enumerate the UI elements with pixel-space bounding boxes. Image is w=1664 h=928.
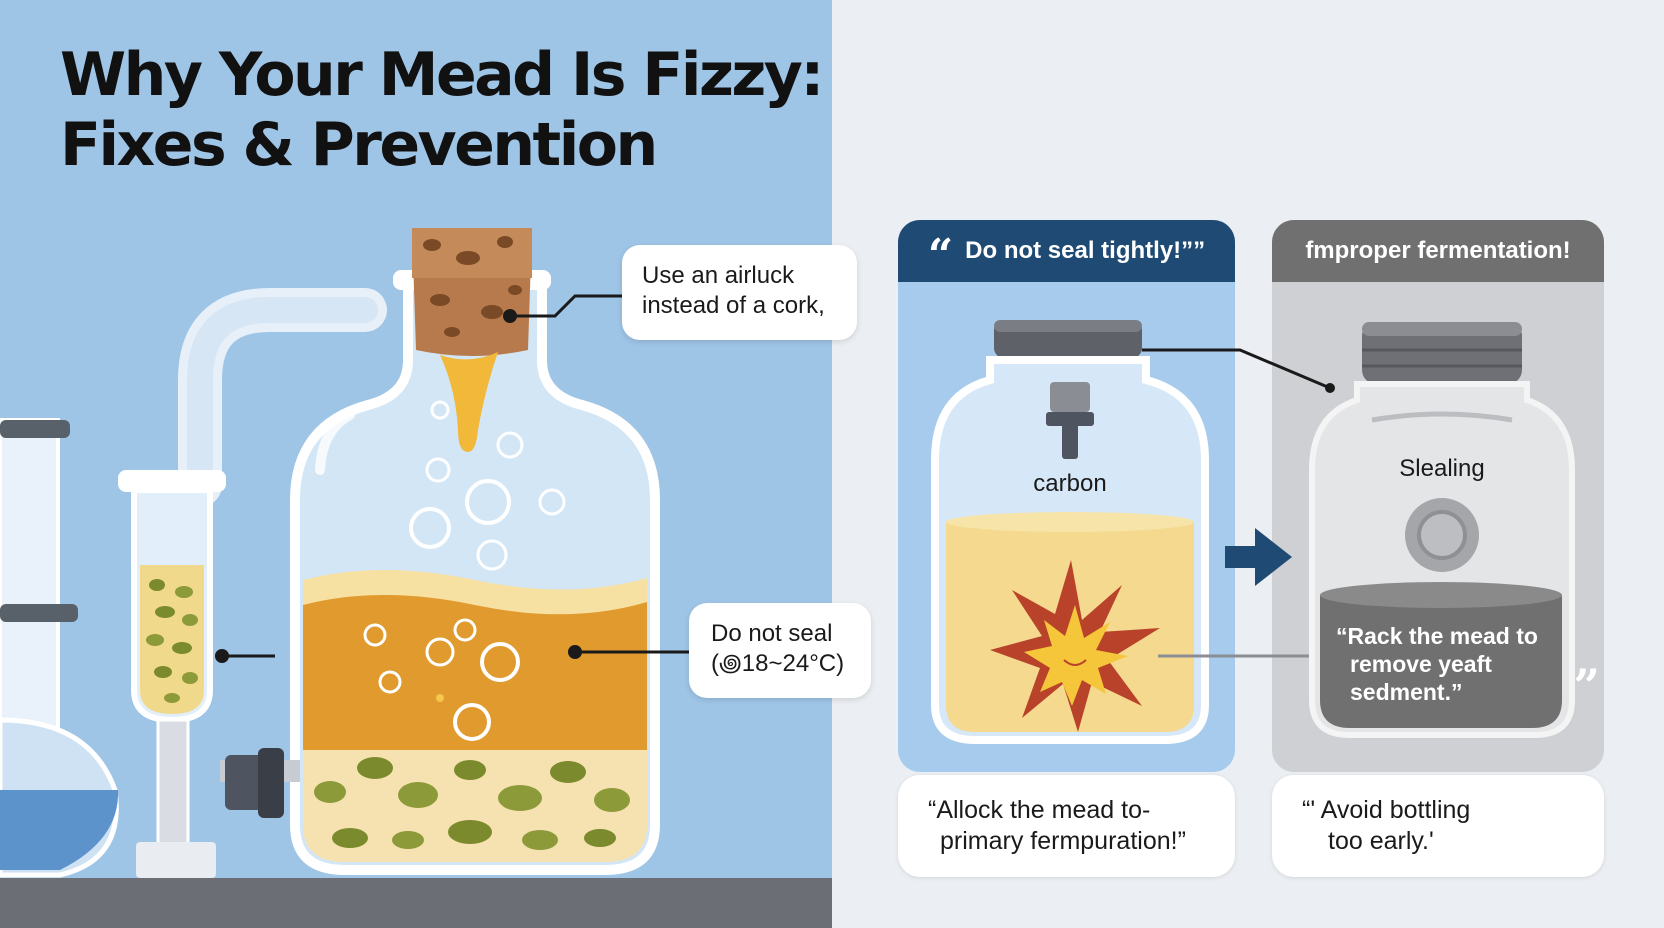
left-jar [931,320,1209,744]
callout-airlock: Use an airluck instead of a cork, [622,245,857,340]
callout-temperature-line-1: Do not seal [711,620,833,647]
title-line-2: Fixes & Prevention [60,110,658,180]
spigot-handle [258,748,284,818]
right-jar-quote-line-1: “Rack the mead to [1336,623,1538,649]
title-line-1: Why Your Mead Is Fizzy: [60,40,824,110]
stand-clamp-top [0,420,70,438]
carboy-honey [303,595,647,750]
bench-top [0,878,832,928]
right-arrow-icon [1225,528,1292,586]
jar-valve [1062,424,1078,459]
carboy [220,228,660,875]
panel-left-header: “ Do not seal tightly!”” [898,220,1235,282]
jar-label-carbon: carbon [1033,470,1107,497]
right-jar [1309,322,1575,738]
left-tip-line-2: primary fermpuration!” [940,827,1186,855]
panel-right-tip-card: “' Avoid bottling too early.' [1272,775,1604,877]
callout-temperature-line-2: (꩜18~24°C) [711,650,845,677]
test-tube [118,470,226,878]
page-title: Why Your Mead Is Fizzy: Fixes & Preventi… [60,40,824,180]
tube-base [136,842,216,878]
callout-temperature: Do not seal (꩜18~24°C) [689,603,871,698]
tube-stand [156,718,190,862]
honey-drip [440,352,498,452]
right-jar-quote-line-2: remove yeaft [1350,651,1492,677]
close-quote-icon: ” [1573,659,1600,713]
panel-right-header: fmproper fermentation! [1272,220,1604,282]
panel-right-header-text: fmproper fermentation! [1305,237,1571,264]
flask-liquid [0,790,119,870]
tube-rim [118,470,226,492]
right-tip-line-2: too early.' [1328,827,1434,855]
right-jar-lid [1362,322,1522,384]
stand-clamp-bottom [0,604,78,622]
callout-airlock-line-2: instead of a cork, [642,292,825,319]
right-jar-sediment [1320,585,1562,728]
panel-left-header-text: Do not seal tightly!”” [965,237,1206,264]
open-quote-icon: “ [927,230,954,281]
right-tip-line-1: “' Avoid bottling [1302,796,1471,824]
left-leader-lines [215,294,690,663]
right-jar-quote: “Rack the mead to remove yeaft sedment.”… [1336,622,1600,709]
callout-airlock-line-1: Use an airluck [642,262,795,289]
right-jar-quote-line-3: sedment.” [1350,679,1463,705]
connecting-tube-inner [187,297,378,498]
left-leader-right [1142,348,1335,658]
jar-label-sealing: Slealing [1399,455,1485,482]
panel-left-tip-card: “Allock the mead to- primary fermpuratio… [898,775,1235,877]
flask-stand [0,418,119,878]
left-tip-line-1: “Allock the mead to- [928,796,1151,824]
